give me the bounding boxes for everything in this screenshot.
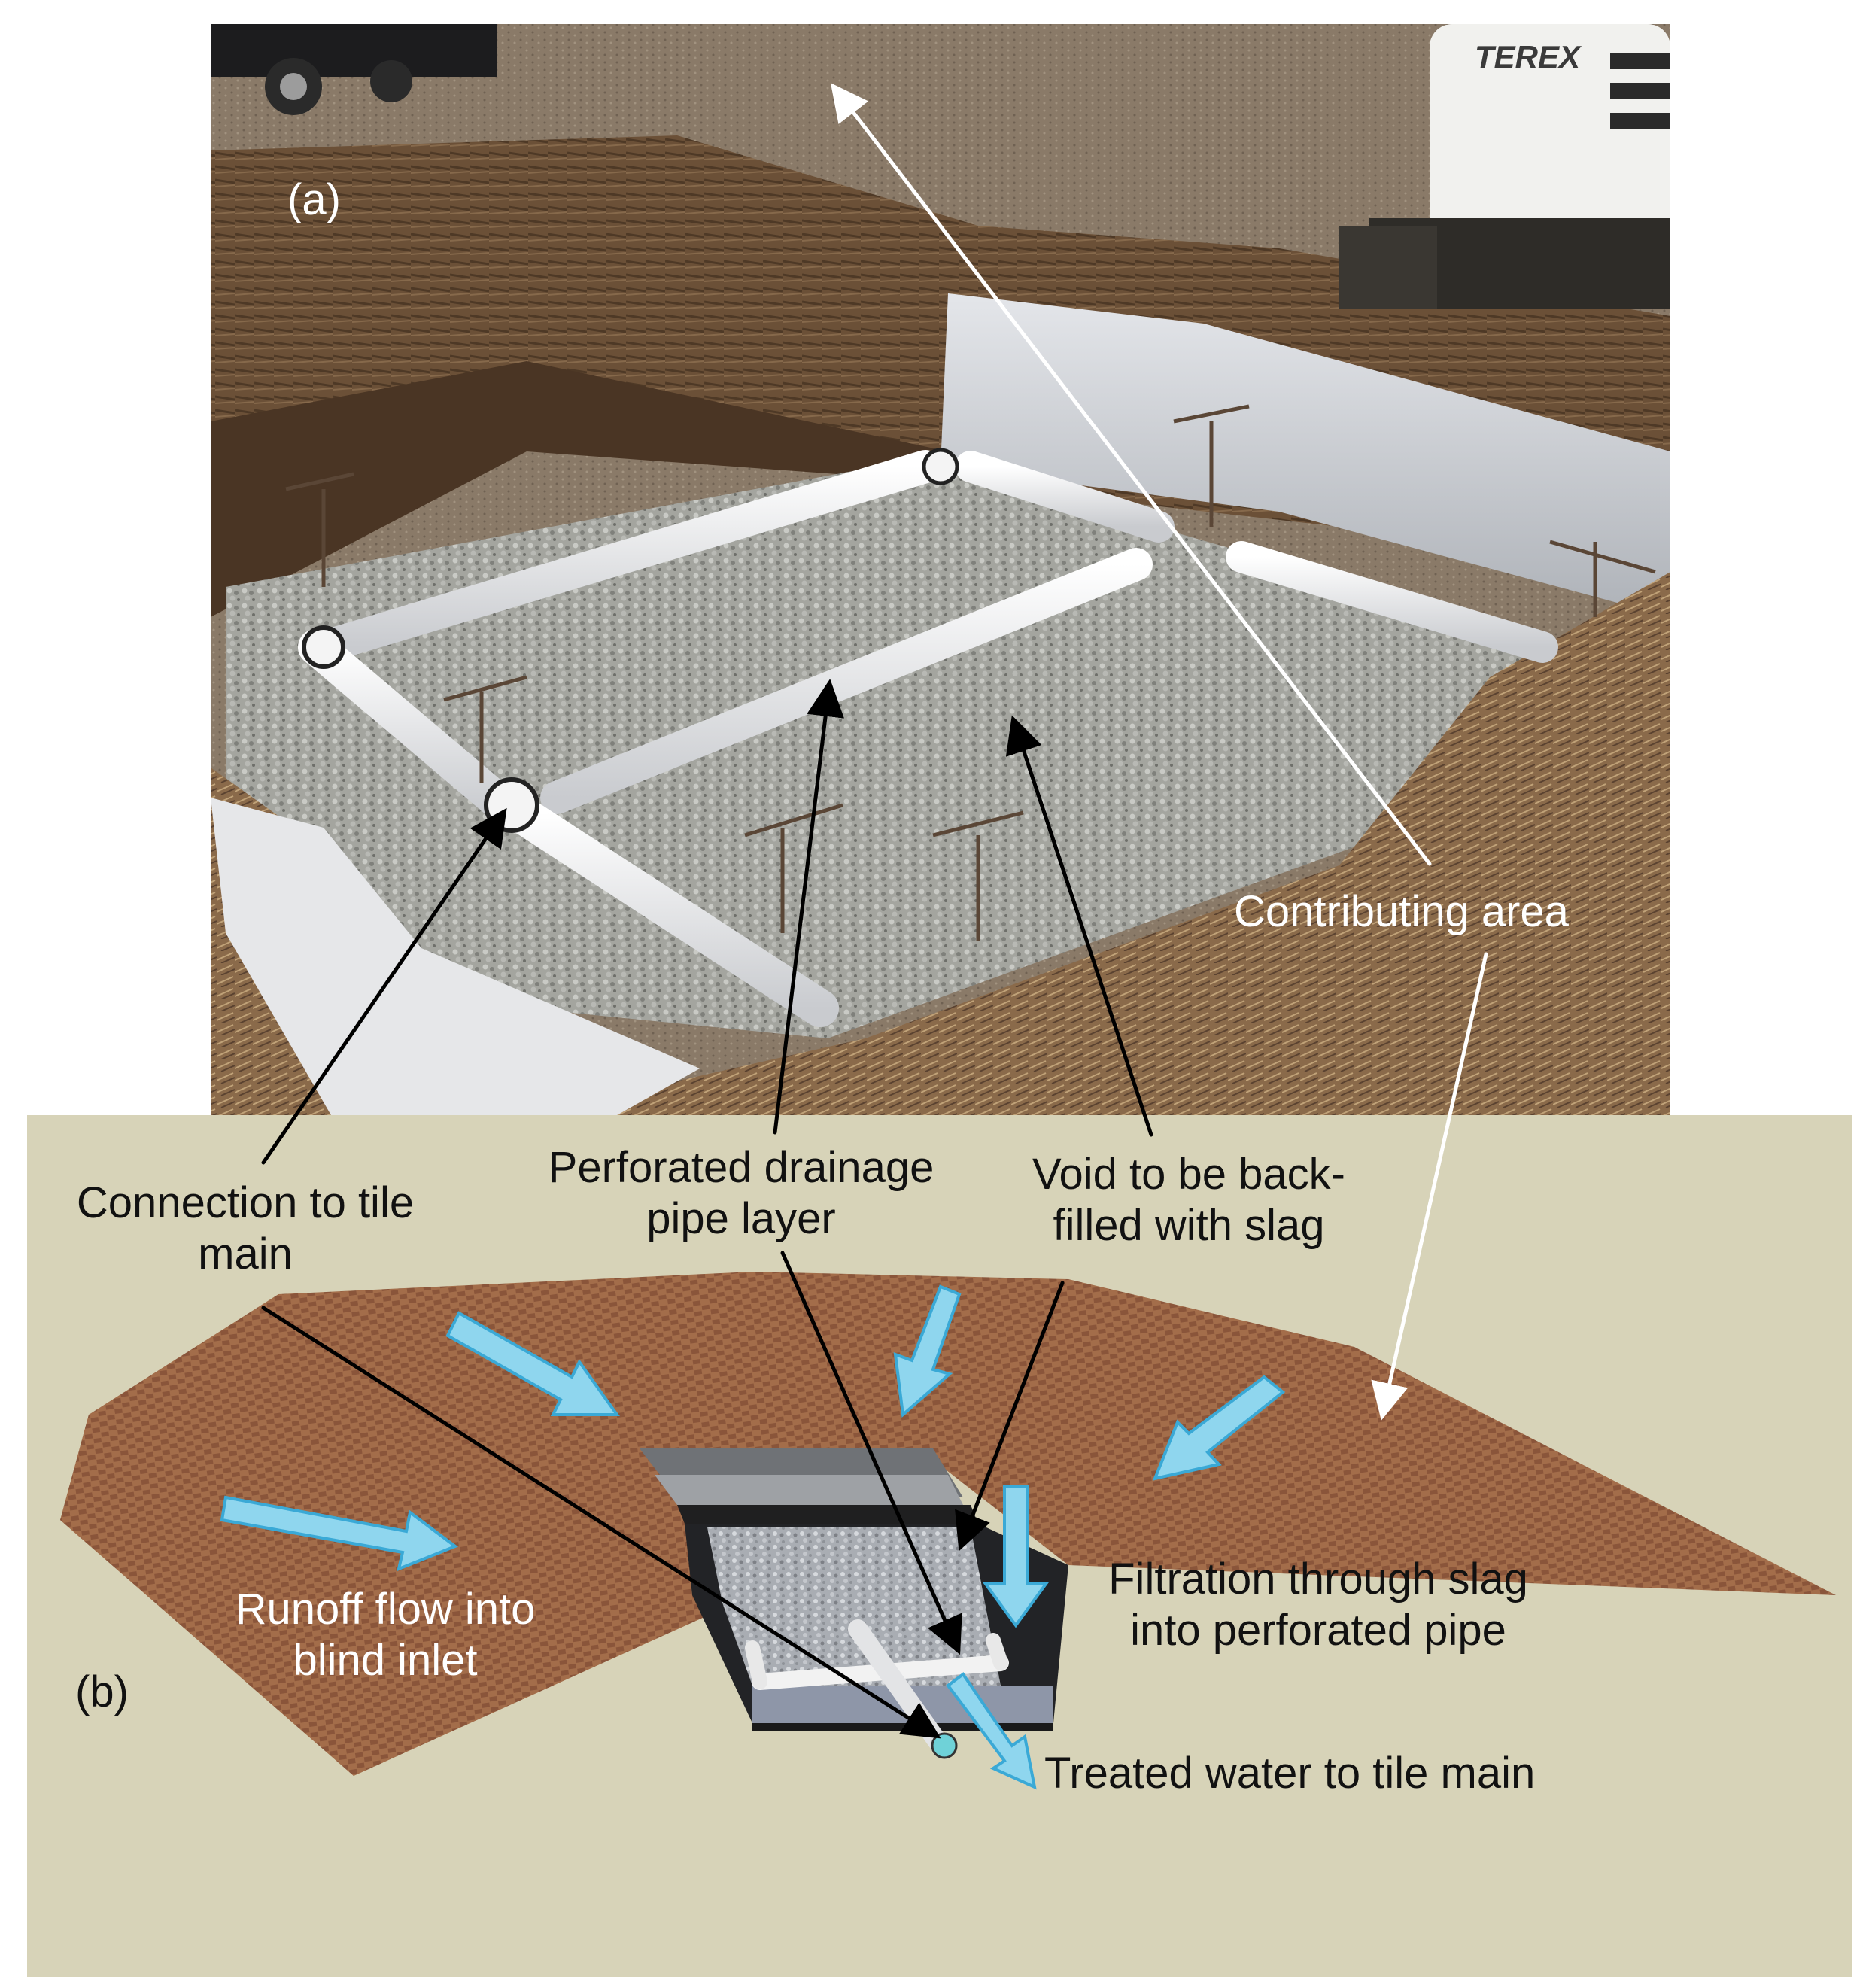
- perforated-pipe-label: Perforated drainage pipe layer: [549, 1142, 934, 1245]
- runoff-label: Runoff flow into blind inlet: [236, 1584, 536, 1687]
- filtration-label: Filtration through slag into perforated …: [1108, 1554, 1528, 1657]
- void-arrow-diagram: [955, 1281, 1065, 1552]
- panel-b-label: (b): [75, 1667, 129, 1716]
- filtration-label-line1: Filtration through slag: [1108, 1555, 1528, 1603]
- pipe-arrow-photo: [773, 679, 844, 1135]
- contributing-area-arrow-up: [830, 83, 1432, 866]
- perforated-pipes-photo: [298, 448, 1558, 1027]
- photo-panel-a: TEREX: [211, 24, 1670, 1115]
- void-label-line1: Void to be back-: [1032, 1150, 1345, 1199]
- runoff-label-line2: blind inlet: [293, 1636, 478, 1686]
- panel-a-label: (a): [287, 175, 341, 224]
- geotextile-fabric: [941, 293, 1670, 617]
- connection-label-line2: main: [198, 1230, 293, 1279]
- void-label: Void to be back- filled with slag: [1032, 1149, 1345, 1252]
- slag-fill: [707, 1527, 1001, 1686]
- machine-brand: TEREX: [1475, 39, 1582, 74]
- filtration-label-line2: into perforated pipe: [1130, 1606, 1506, 1655]
- contributing-area-arrow-down: [1371, 952, 1488, 1421]
- pipe-arrow-diagram: [780, 1251, 962, 1655]
- diagram-panel-b: [27, 1115, 1852, 1977]
- connection-label: Connection to tile main: [77, 1178, 414, 1281]
- perforated-label-line2: pipe layer: [646, 1194, 836, 1244]
- annotation-arrows: [261, 83, 1488, 1739]
- truck: [211, 24, 497, 115]
- gravel-bed: [226, 459, 1550, 1038]
- connection-arrow-diagram: [261, 1306, 941, 1739]
- perforated-label-line1: Perforated drainage: [548, 1143, 934, 1192]
- void-label-line2: filled with slag: [1053, 1201, 1325, 1251]
- fabric-foreground: [211, 798, 700, 1115]
- stakes: [285, 404, 1656, 941]
- excavator: TEREX: [1339, 24, 1670, 309]
- treated-water-label: Treated water to tile main: [1044, 1749, 1536, 1798]
- blind-inlet-pit: [640, 1448, 1068, 1759]
- flow-arrows: [220, 1284, 1286, 1790]
- contributing-area-label: Contributing area: [1234, 887, 1569, 936]
- connection-arrow-photo: [261, 807, 507, 1165]
- runoff-label-line1: Runoff flow into: [235, 1585, 536, 1634]
- connection-label-line1: Connection to tile: [76, 1178, 415, 1227]
- void-arrow-photo: [1005, 715, 1153, 1137]
